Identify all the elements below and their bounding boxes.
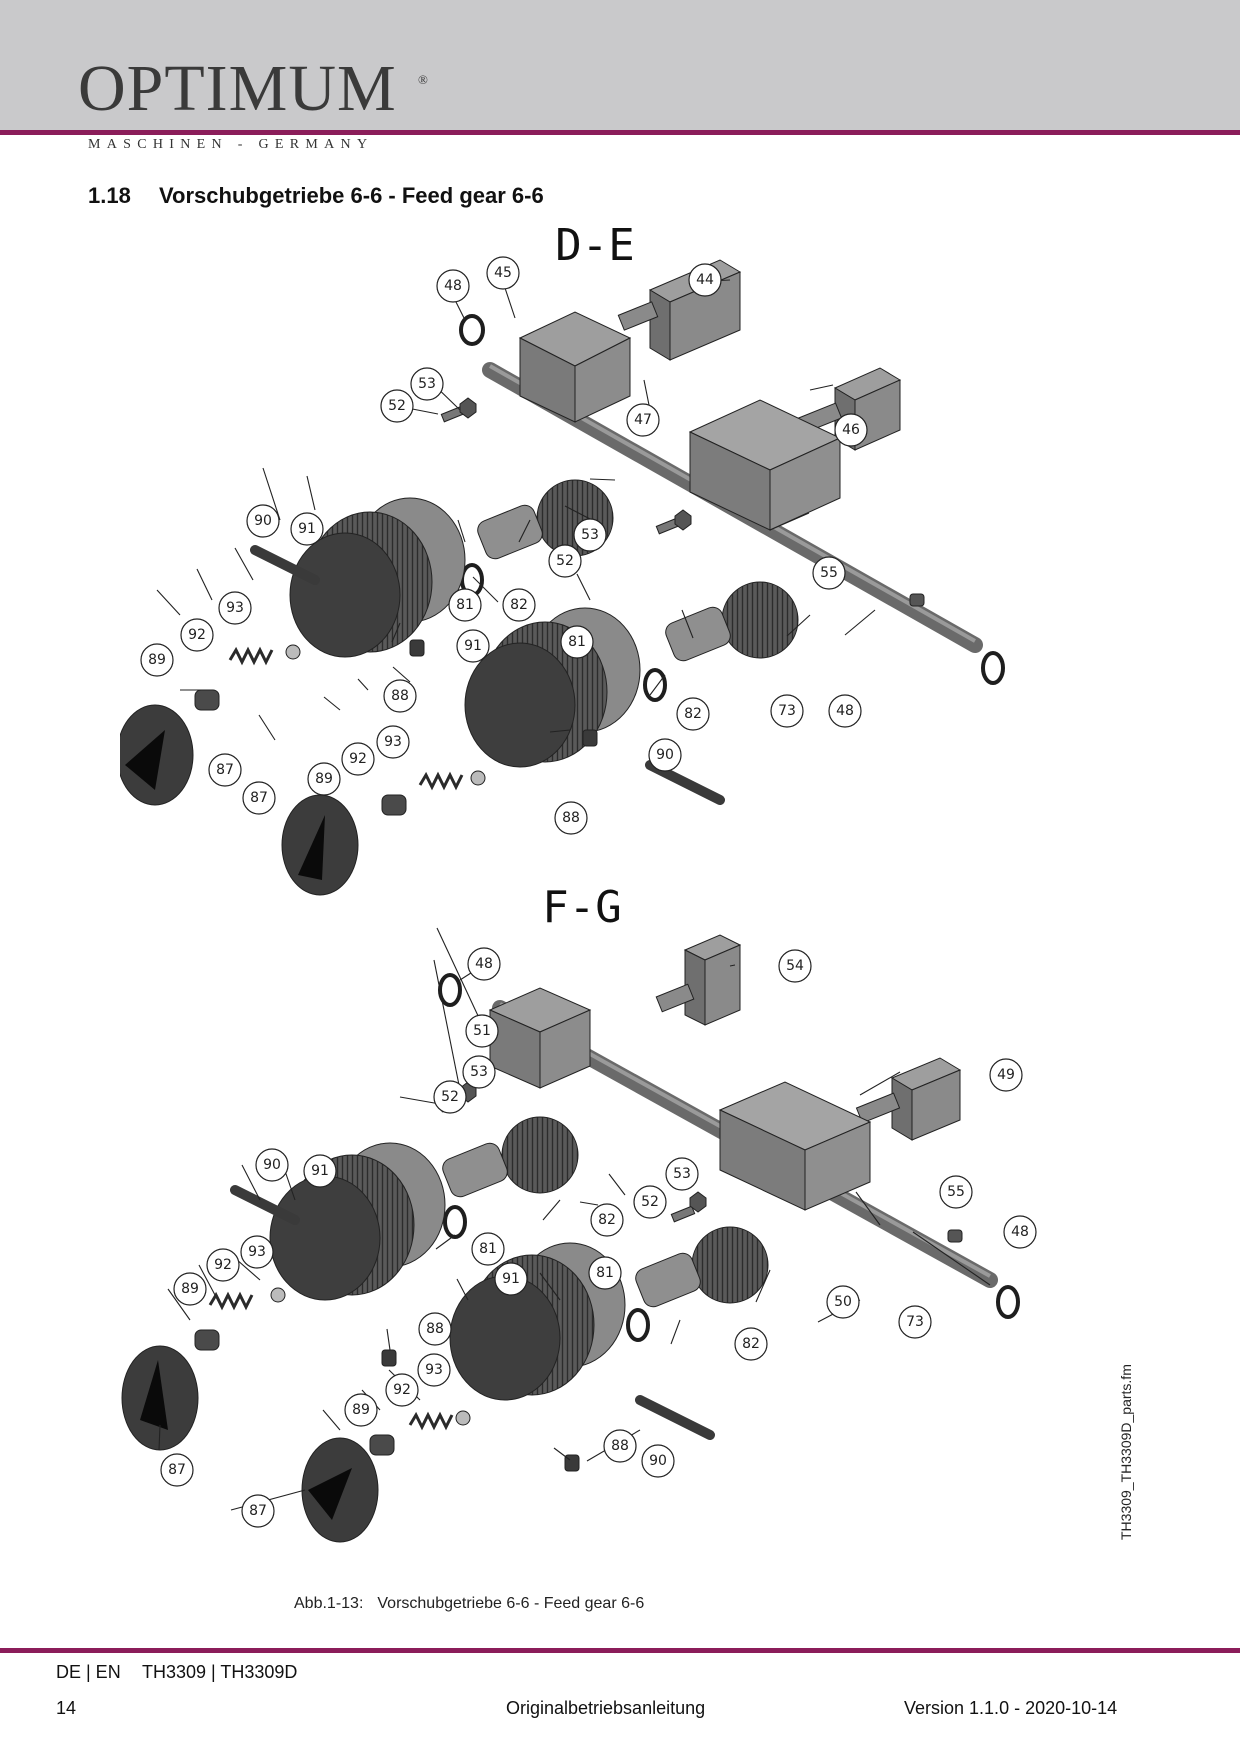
callout-label: 93 — [384, 734, 402, 750]
callout-label: 93 — [248, 1244, 266, 1260]
callout-label: 54 — [786, 958, 804, 974]
callout-label: 93 — [425, 1362, 443, 1378]
callout-label: 48 — [475, 956, 493, 972]
callout-label: 53 — [673, 1166, 691, 1182]
callout-label: 47 — [634, 412, 652, 428]
callout-label: 48 — [836, 703, 854, 719]
callout-label: 46 — [842, 422, 860, 438]
brand-logo: OPTIMUM — [78, 52, 397, 125]
source-filename: TH3309_TH3309D_parts.fm — [1118, 1364, 1134, 1540]
callout-label: 88 — [611, 1438, 629, 1454]
callout-label: 89 — [352, 1402, 370, 1418]
callout-label: 52 — [556, 553, 574, 569]
callout-label: 81 — [596, 1265, 614, 1281]
fg-assembly — [121, 934, 1020, 1543]
footer-model: TH3309 | TH3309D — [142, 1662, 298, 1682]
figure-caption-text: Vorschubgetriebe 6-6 - Feed gear 6-6 — [377, 1595, 645, 1612]
callout-label: 81 — [568, 634, 586, 650]
callout-label: 52 — [441, 1089, 459, 1105]
callout-label: 48 — [444, 278, 462, 294]
section-title: Vorschubgetriebe 6-6 - Feed gear 6-6 — [159, 183, 544, 208]
header-rule — [0, 130, 1240, 135]
callout-label: 91 — [311, 1163, 329, 1179]
fg-callout-set: 48 54 51 53 52 49 90 91 53 55 52 82 48 8… — [160, 947, 1037, 1528]
callout-label: 88 — [426, 1321, 444, 1337]
callout-label: 82 — [684, 706, 702, 722]
callout-label: 90 — [656, 747, 674, 763]
callout-label: 88 — [562, 810, 580, 826]
callout-label: 81 — [479, 1241, 497, 1257]
callout-label: 90 — [649, 1453, 667, 1469]
callout-label: 91 — [464, 638, 482, 654]
header-band — [0, 0, 1240, 130]
view-label-de: D-E — [555, 220, 634, 271]
figure-label: Abb.1-13: — [294, 1595, 364, 1612]
callout-label: 91 — [502, 1271, 520, 1287]
callout-label: 52 — [641, 1194, 659, 1210]
de-callout-set: 48 45 44 53 52 47 46 90 91 53 52 55 93 8… — [140, 256, 868, 835]
view-label-fg: F-G — [542, 882, 621, 933]
callout-label: 55 — [820, 565, 838, 581]
callout-label: 92 — [214, 1257, 232, 1273]
footer-document-title: Originalbetriebsanleitung — [506, 1698, 706, 1718]
callout-label: 44 — [696, 272, 714, 288]
callout-label: 93 — [226, 600, 244, 616]
footer-version: Version 1.1.0 - 2020-10-14 — [904, 1698, 1118, 1718]
fg-callouts — [158, 927, 991, 1511]
callout-label: 89 — [181, 1281, 199, 1297]
callout-label: 90 — [263, 1157, 281, 1173]
callout-label: 50 — [834, 1294, 852, 1310]
callout-label: 88 — [391, 688, 409, 704]
callout-label: 89 — [315, 771, 333, 787]
footer-language: DE | EN — [56, 1662, 121, 1682]
callout-label: 45 — [494, 265, 512, 281]
callout-label: 53 — [581, 527, 599, 543]
callout-label: 53 — [470, 1064, 488, 1080]
page-number: 14 — [56, 1698, 77, 1718]
callout-label: 55 — [947, 1184, 965, 1200]
callout-label: 90 — [254, 513, 272, 529]
callout-label: 82 — [598, 1212, 616, 1228]
callout-label: 52 — [388, 398, 406, 414]
registered-mark: ® — [418, 72, 428, 87]
footer-rule — [0, 1648, 1240, 1653]
callout-label: 51 — [473, 1023, 491, 1039]
callout-label: 82 — [510, 597, 528, 613]
callout-label: 91 — [298, 521, 316, 537]
callout-label: 87 — [168, 1462, 186, 1478]
callout-label: 53 — [418, 376, 436, 392]
callout-label: 87 — [216, 762, 234, 778]
callout-label: 82 — [742, 1336, 760, 1352]
brand-tagline: MASCHINEN - GERMANY — [88, 137, 374, 152]
callout-label: 92 — [188, 627, 206, 643]
callout-label: 92 — [393, 1382, 411, 1398]
section-number: 1.18 — [88, 183, 131, 208]
callout-label: 49 — [997, 1067, 1015, 1083]
figure-caption: Abb.1-13: Vorschubgetriebe 6-6 - Feed gea… — [294, 1595, 644, 1613]
callout-label: 89 — [148, 652, 166, 668]
callout-label: 87 — [250, 790, 268, 806]
callout-label: 48 — [1011, 1224, 1029, 1240]
callout-label: 73 — [778, 703, 796, 719]
exploded-parts-diagram: D-E — [120, 220, 1037, 1543]
callout-label: 73 — [906, 1314, 924, 1330]
callout-label: 92 — [349, 751, 367, 767]
callout-label: 81 — [456, 597, 474, 613]
callout-label: 87 — [249, 1503, 267, 1519]
